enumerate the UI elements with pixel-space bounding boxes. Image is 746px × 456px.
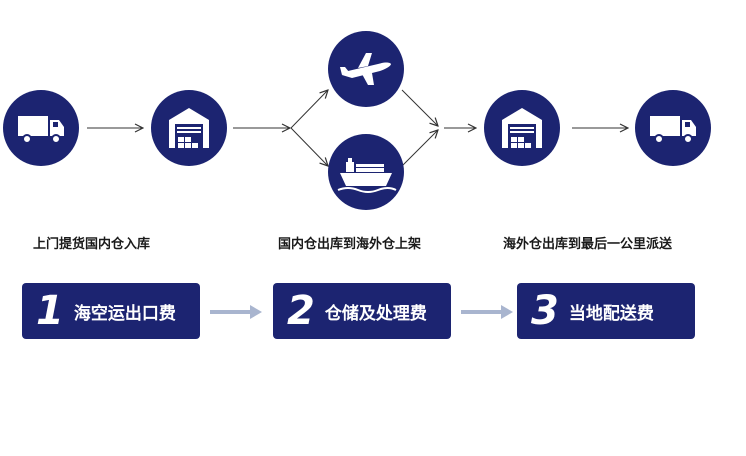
- ship-icon: [337, 158, 397, 193]
- warehouse-icon: [169, 108, 209, 148]
- arrow-split-to-ship: [290, 127, 328, 166]
- truck-node-delivery: [635, 90, 711, 166]
- arrow-plane-to-merge: [401, 89, 438, 126]
- truck-icon: [650, 116, 696, 144]
- truck-icon: [18, 116, 64, 144]
- fee-label: 当地配送费: [568, 303, 654, 324]
- fee-arrow-2: [461, 305, 513, 319]
- airplane-node: [328, 31, 404, 107]
- fee-number: 3: [531, 288, 559, 334]
- truck-node-origin: [3, 90, 79, 166]
- airplane-icon: [340, 53, 391, 85]
- fee-box-export: 1 海空运出口费: [22, 283, 200, 339]
- fee-arrow-1: [210, 305, 262, 319]
- fee-box-storage: 2 仓储及处理费: [273, 283, 451, 339]
- fee-label: 海空运出口费: [73, 303, 176, 324]
- fee-box-delivery: 3 当地配送费: [517, 283, 695, 339]
- stage-label-outbound: 国内仓出库到海外仓上架: [278, 237, 422, 252]
- fee-label: 仓储及处理费: [324, 303, 427, 324]
- warehouse-icon: [502, 108, 542, 148]
- fee-number: 1: [36, 288, 64, 334]
- warehouse-node-domestic: [151, 90, 227, 166]
- arrow-ship-to-merge: [401, 130, 438, 167]
- fee-number: 2: [287, 288, 315, 334]
- stage-label-lastmile: 海外仓出库到最后一公里派送: [503, 237, 673, 252]
- ship-node: [328, 134, 404, 210]
- warehouse-node-overseas: [484, 90, 560, 166]
- stage-label-pickup: 上门提货国内仓入库: [33, 237, 151, 252]
- arrow-split-to-plane: [290, 90, 328, 129]
